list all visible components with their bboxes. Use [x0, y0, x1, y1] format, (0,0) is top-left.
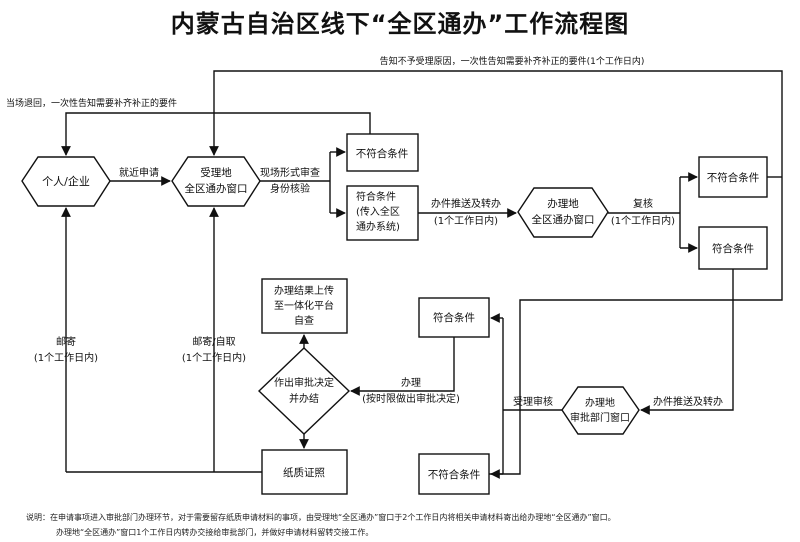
node-paper-cert: 纸质证照 [261, 449, 348, 495]
node-meet-1-label-3: 通办系统) [356, 220, 400, 233]
node-meet-2: 符合条件 [698, 226, 768, 270]
label-accept-review: 受理审核 [513, 395, 553, 408]
node-decision: 作出审批决定 并办结 [257, 347, 351, 435]
label-push-transfer-2b: 办件推送及转办 [653, 395, 723, 408]
edge-notice-loop [209, 70, 783, 177]
node-meet-1: 符合条件 (传入全区 通办系统) [346, 185, 419, 241]
node-upload-label-2: 至一体化平台 [274, 299, 334, 312]
node-approval-dept-label-1: 办理地 [585, 396, 615, 409]
label-mail-left-1: 邮寄 [56, 335, 76, 348]
edge-not-meet-3-loop [489, 177, 783, 475]
label-onsite-review-1: 现场形式审查 [260, 166, 320, 179]
node-meet-1-label-2: (传入全区 [356, 205, 400, 218]
label-push-transfer-2: (1个工作日内) [434, 214, 498, 227]
node-approval-dept: 办理地 审批部门窗口 [561, 386, 640, 435]
label-nearby-apply: 就近申请 [119, 166, 159, 179]
node-not-meet-3-label: 不符合条件 [428, 468, 481, 481]
node-decision-label-1: 作出审批决定 [274, 376, 334, 389]
node-applicant-label: 个人/企业 [42, 174, 90, 188]
label-return-notice: 当场退回，一次性告知需要补齐补正的要件 [6, 97, 177, 109]
node-not-meet-1: 不符合条件 [346, 133, 419, 172]
node-meet-2-label: 符合条件 [712, 242, 754, 255]
note-line-2: 办理地“全区通办”窗口1个工作日内转办交接给审批部门，并做好申请材料留转交接工作… [56, 528, 374, 537]
page-title: 内蒙古自治区线下“全区通办”工作流程图 [170, 10, 630, 38]
label-mail-mid-1: 邮寄/自取 [192, 335, 235, 348]
node-handle-window-label-2: 全区通办窗口 [532, 213, 595, 226]
node-upload: 办理结果上传 至一体化平台 自查 [261, 278, 348, 334]
label-mail-mid-2: (1个工作日内) [182, 351, 246, 364]
node-meet-1-label-1: 符合条件 [356, 190, 396, 203]
node-paper-cert-label: 纸质证照 [283, 466, 325, 479]
node-not-meet-2-label: 不符合条件 [707, 171, 760, 184]
edge-return-loop [61, 112, 371, 156]
node-not-meet-2: 不符合条件 [698, 156, 768, 198]
label-top-notice: 告知不予受理原因，一次性告知需要补齐补正的要件(1个工作日内) [380, 55, 645, 67]
node-accept-window-label-2: 全区通办窗口 [185, 182, 248, 195]
node-approval-dept-label-2: 审批部门窗口 [570, 411, 630, 424]
node-not-meet-1-label: 不符合条件 [356, 147, 409, 160]
node-handle-window-label-1: 办理地 [547, 197, 579, 210]
label-recheck-1: 复核 [633, 197, 653, 210]
node-not-meet-3: 不符合条件 [418, 453, 490, 495]
label-handle-2: (按时限做出审批决定) [362, 392, 460, 405]
edge-handle [350, 337, 455, 396]
node-handle-window: 办理地 全区通办窗口 [517, 187, 609, 238]
label-recheck-2: (1个工作日内) [611, 214, 675, 227]
label-push-transfer-1: 办件推送及转办 [431, 197, 501, 210]
node-meet-3-label: 符合条件 [433, 311, 475, 324]
label-onsite-review-2: 身份核验 [270, 182, 310, 195]
edge-push-transfer-2 [640, 269, 734, 415]
node-upload-label-3: 自查 [294, 314, 314, 327]
label-mail-left-2: (1个工作日内) [34, 351, 98, 364]
node-applicant: 个人/企业 [21, 156, 111, 207]
node-meet-3: 符合条件 [418, 297, 490, 338]
node-decision-label-2: 并办结 [289, 392, 319, 405]
node-accept-window-label-1: 受理地 [200, 166, 232, 179]
label-handle-1: 办理 [401, 376, 421, 389]
node-accept-window: 受理地 全区通办窗口 [171, 156, 261, 207]
node-upload-label-1: 办理结果上传 [274, 284, 334, 297]
note-line-1: 说明：在申请事项进入审批部门办理环节，对于需要留存纸质申请材料的事项，由受理地“… [26, 513, 616, 522]
